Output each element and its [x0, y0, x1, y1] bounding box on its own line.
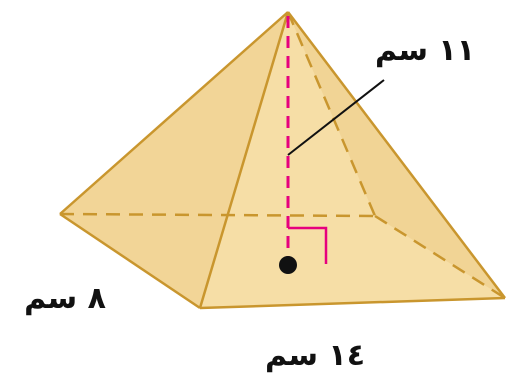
edge-base-left — [59, 212, 201, 310]
hidden-edge-base-back — [59, 212, 376, 218]
height-leader-line — [287, 79, 385, 156]
visible-edges — [59, 11, 506, 310]
edge-apex-left — [59, 11, 289, 215]
height-label: ١١ سم — [375, 33, 475, 68]
side-width-label: ٨ سم — [24, 281, 106, 316]
right-angle-marker — [288, 226, 328, 264]
edge-apex-front-right — [287, 11, 506, 299]
hidden-edge-base-right — [374, 214, 506, 300]
left-face — [60, 12, 288, 308]
edge-base-front — [199, 296, 506, 310]
base-length-label: ١٤ سم — [265, 338, 365, 373]
edge-apex-front-left — [198, 11, 290, 309]
base-center-point — [279, 256, 297, 274]
hidden-edge-apex-back — [286, 11, 377, 217]
hidden-edges — [59, 11, 506, 300]
